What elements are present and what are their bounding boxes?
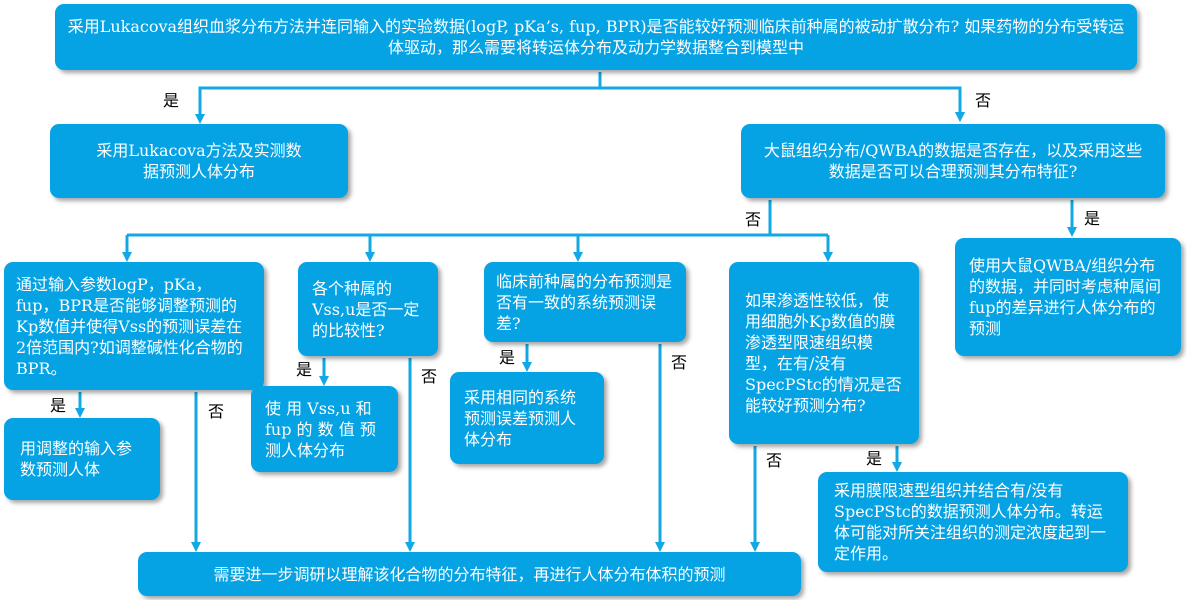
adjusted-input-text: 用调整的输入参数预测人体	[20, 439, 133, 479]
label-rat-no: 否	[745, 210, 762, 229]
vss-comparability-question-text: 各个种属的Vss,u是否一定的比较性?	[312, 278, 420, 340]
label-error-no: 否	[671, 353, 688, 372]
lukacova-method-text: 采用Lukacova方法及实测数据预测人体分布	[96, 141, 302, 181]
rat-qwba-question-box: 大鼠组织分布/QWBA的数据是否存在，以及采用这些数据是否可以合理预测其分布特征…	[741, 124, 1165, 198]
label-error-yes: 是	[499, 348, 516, 367]
label-input-yes: 是	[50, 396, 67, 415]
input-params-question-text: 通过输入参数logP，pKa，fup，BPR是否能够调整预测的Kp数值并使得Vs…	[16, 274, 243, 378]
rat-qwba-question-text: 大鼠组织分布/QWBA的数据是否存在，以及采用这些数据是否可以合理预测其分布特征…	[763, 141, 1143, 181]
label-perm-no: 否	[766, 451, 783, 470]
root-question-text: 采用Lukacova组织血浆分布方法并连同输入的实验数据(logP, pKa’s…	[67, 17, 1125, 57]
use-vss-fup-box: 使 用 Vss,u 和 fup 的 数 值 预 测人体分布	[251, 386, 398, 472]
same-error-text: 采用相同的系统预测误差预测人体分布	[464, 387, 577, 449]
use-vss-fup-text: 使 用 Vss,u 和 fup 的 数 值 预 测人体分布	[265, 398, 376, 460]
label-vss-no: 否	[421, 367, 438, 386]
input-params-question-box: 通过输入参数logP，pKa，fup，BPR是否能够调整预测的Kp数值并使得Vs…	[4, 262, 264, 390]
consistent-error-question-box: 临床前种属的分布预测是否有一致的系统预测误差?	[484, 262, 686, 342]
root-question-box: 采用Lukacova组织血浆分布方法并连同输入的实验数据(logP, pKa’s…	[55, 4, 1137, 70]
further-study-box: 需要进一步调研以理解该化合物的分布特征，再进行人体分布体积的预测	[138, 552, 801, 596]
connector-root-yes	[198, 86, 965, 122]
label-root-no: 否	[975, 91, 992, 110]
permeability-question-text: 如果渗透性较低，使用细胞外Kp数值的膜渗透型限速组织模型，在有/没有SpecPS…	[745, 291, 902, 415]
further-study-text: 需要进一步调研以理解该化合物的分布特征，再进行人体分布体积的预测	[213, 564, 726, 584]
vss-comparability-question-box: 各个种属的Vss,u是否一定的比较性?	[298, 262, 438, 356]
use-rat-qwba-text: 使用大鼠QWBA/组织分布的数据，并同时考虑种属间fup的差异进行人体分布的预测	[969, 256, 1162, 338]
adjusted-input-box: 用调整的输入参数预测人体	[4, 418, 160, 500]
membrane-model-box: 采用膜限速型组织并结合有/没有SpecPStc的数据预测人体分布。转运体可能对所…	[818, 472, 1128, 572]
label-vss-yes: 是	[296, 360, 313, 379]
same-error-box: 采用相同的系统预测误差预测人体分布	[450, 372, 604, 464]
label-rat-yes: 是	[1084, 209, 1101, 228]
permeability-question-box: 如果渗透性较低，使用细胞外Kp数值的膜渗透型限速组织模型，在有/没有SpecPS…	[729, 262, 919, 444]
consistent-error-question-text: 临床前种属的分布预测是否有一致的系统预测误差?	[496, 271, 673, 333]
use-rat-qwba-box: 使用大鼠QWBA/组织分布的数据，并同时考虑种属间fup的差异进行人体分布的预测	[955, 238, 1181, 356]
lukacova-method-box: 采用Lukacova方法及实测数据预测人体分布	[50, 124, 348, 198]
label-perm-yes: 是	[866, 449, 883, 468]
label-root-yes: 是	[163, 91, 180, 110]
label-input-no: 否	[208, 402, 225, 421]
membrane-model-text: 采用膜限速型组织并结合有/没有SpecPStc的数据预测人体分布。转运体可能对所…	[834, 481, 1107, 563]
